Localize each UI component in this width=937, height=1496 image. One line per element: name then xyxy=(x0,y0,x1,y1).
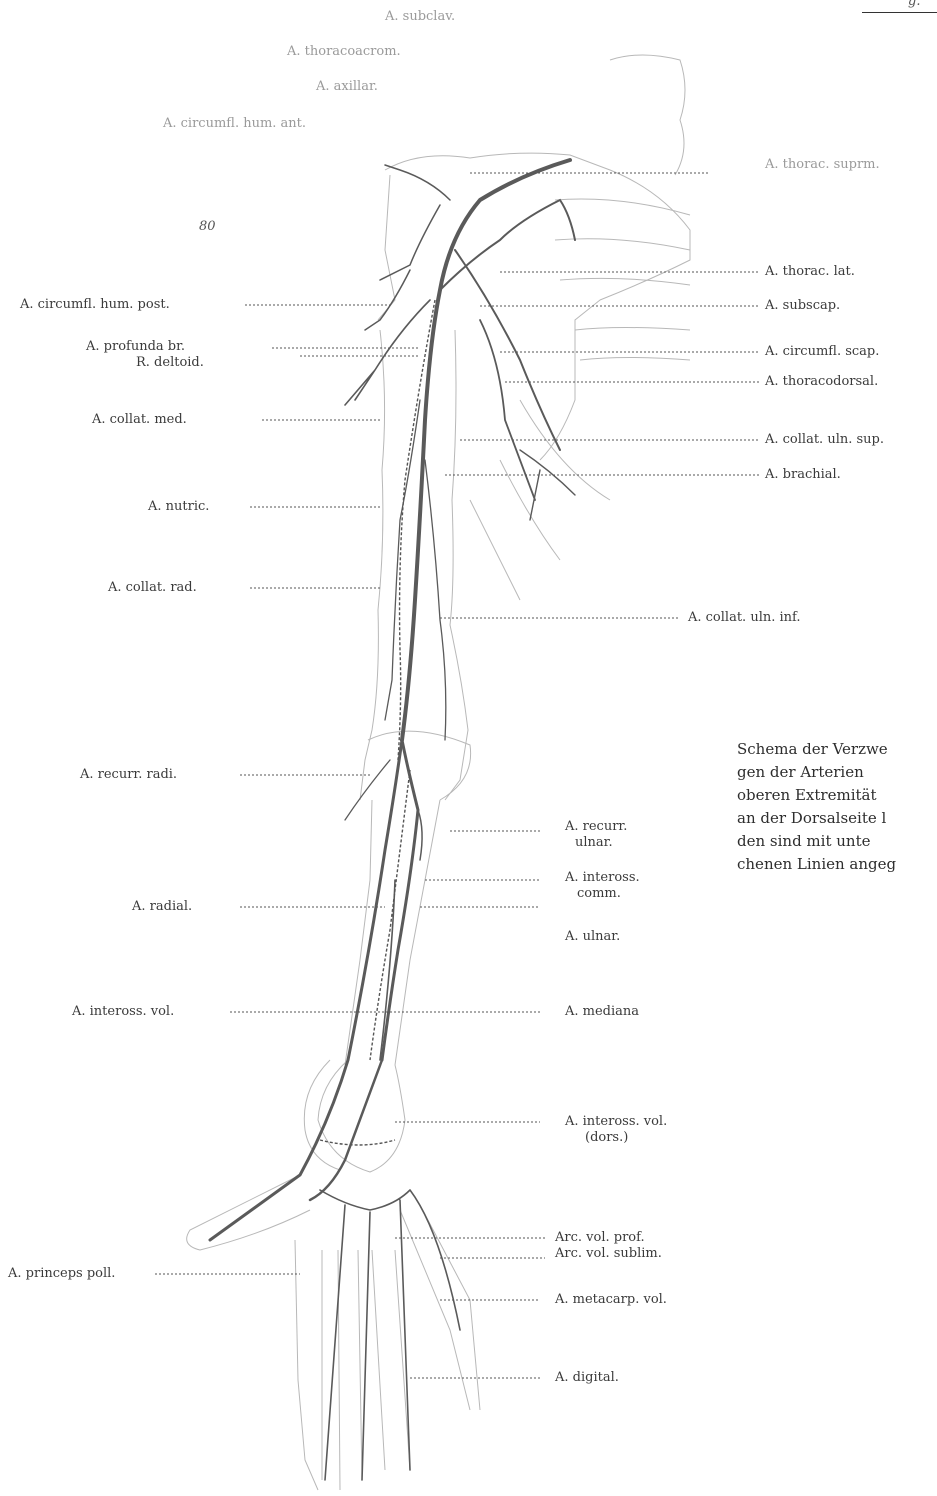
artery-tree xyxy=(210,160,575,1480)
label-a-nutric: A. nutric. xyxy=(148,500,209,514)
label-a-inteross-vol-left: A. inteross. vol. xyxy=(72,1005,174,1019)
caption-line: oberen Extremität xyxy=(737,784,937,807)
figure-caption: Schema der Verzwe gen der Arterien obere… xyxy=(737,738,937,876)
label-a-princeps-poll: A. princeps poll. xyxy=(8,1267,115,1281)
label-a-thoracoacrom: A. thoracoacrom. xyxy=(287,45,401,59)
leader-lines xyxy=(155,173,760,1378)
label-a-ulnar: A. ulnar. xyxy=(565,930,620,944)
label-a-thoracodorsal: A. thoracodorsal. xyxy=(765,375,878,389)
figure-number: 80 xyxy=(199,219,216,234)
label-a-circumfl-scap: A. circumfl. scap. xyxy=(765,345,879,359)
caption-line: an der Dorsalseite l xyxy=(737,807,937,830)
label-ulnar: ulnar. xyxy=(575,836,613,850)
label-a-circumfl-hum-post: A. circumfl. hum. post. xyxy=(20,298,170,312)
label-a-mediana: A. mediana xyxy=(565,1005,639,1019)
label-a-collat-rad: A. collat. rad. xyxy=(108,581,197,595)
label-a-collat-uln-inf: A. collat. uln. inf. xyxy=(688,611,801,625)
label-a-thorac-suprm: A. thorac. suprm. xyxy=(765,158,880,172)
label-a-metacarp-vol: A. metacarp. vol. xyxy=(555,1293,667,1307)
label-a-circumfl-hum-ant: A. circumfl. hum. ant. xyxy=(163,117,306,131)
label-a-subscap: A. subscap. xyxy=(765,299,840,313)
anatomy-outlines xyxy=(187,55,690,1490)
label-arc-vol-prof: Arc. vol. prof. xyxy=(555,1231,645,1245)
label-a-axillar: A. axillar. xyxy=(316,80,378,94)
corner-rule xyxy=(862,12,937,13)
label-a-inteross: A. inteross. xyxy=(565,871,640,885)
label-a-collat-med: A. collat. med. xyxy=(92,413,187,427)
label-a-profunda-br: A. profunda br. xyxy=(86,340,185,354)
label-a-collat-uln-sup: A. collat. uln. sup. xyxy=(765,433,884,447)
label-a-thorac-lat: A. thorac. lat. xyxy=(765,265,855,279)
label-a-recurr: A. recurr. xyxy=(565,820,627,834)
corner-fragment: g. xyxy=(908,0,920,9)
label-dors: (dors.) xyxy=(585,1131,628,1145)
caption-line: Schema der Verzwe xyxy=(737,738,937,761)
label-a-subclav: A. subclav. xyxy=(385,10,455,24)
label-r-deltoid: R. deltoid. xyxy=(136,356,204,370)
label-a-radial: A. radial. xyxy=(132,900,192,914)
label-a-recurr-radi: A. recurr. radi. xyxy=(80,768,177,782)
label-a-brachial: A. brachial. xyxy=(765,468,841,482)
label-a-inteross-vol-right: A. inteross. vol. xyxy=(565,1115,667,1129)
caption-line: den sind mit unte xyxy=(737,830,937,853)
label-arc-vol-sublim: Arc. vol. sublim. xyxy=(555,1247,662,1261)
caption-line: gen der Arterien xyxy=(737,761,937,784)
label-comm: comm. xyxy=(577,887,621,901)
caption-line: chenen Linien angeg xyxy=(737,853,937,876)
label-a-digital: A. digital. xyxy=(555,1371,619,1385)
